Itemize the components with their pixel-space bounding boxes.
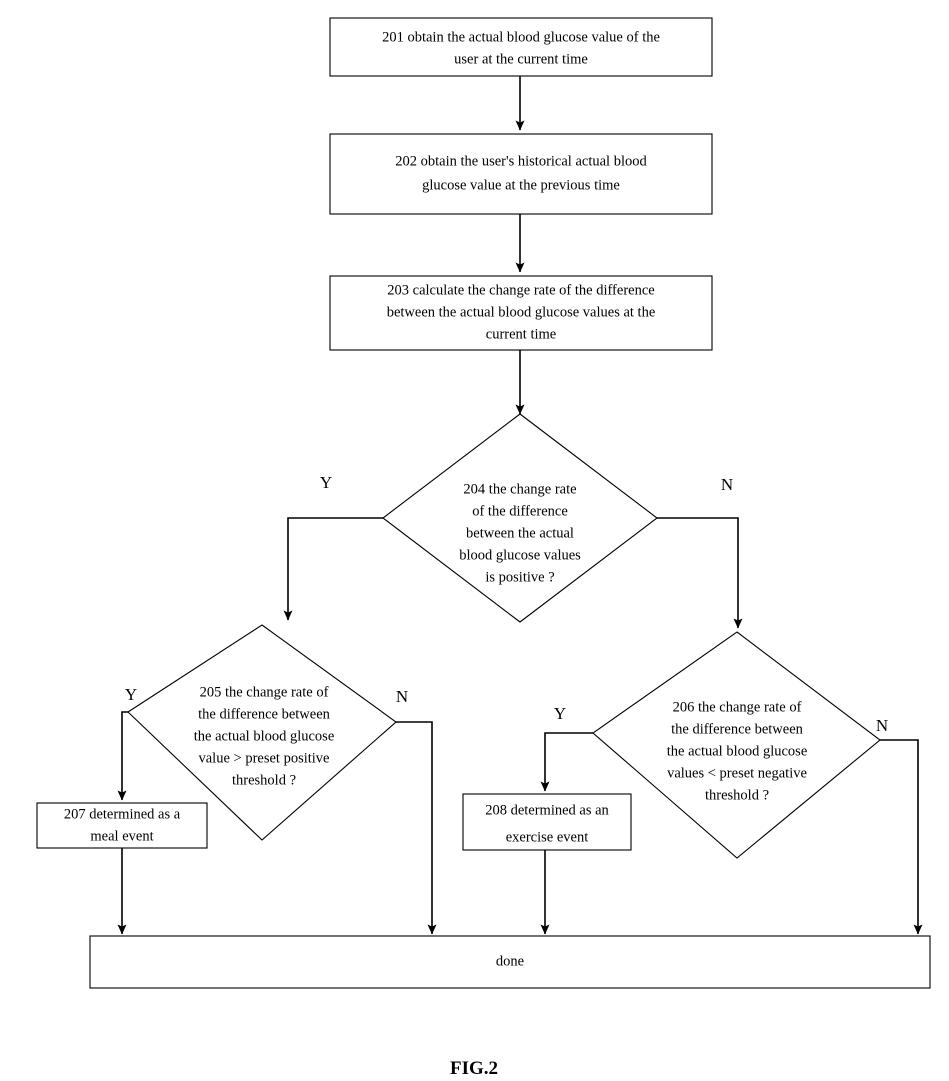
branch-label-204-no: N <box>721 475 733 494</box>
node-202-line-1: 202 obtain the user's historical actual … <box>395 153 647 169</box>
node-205-line-1: 205 the change rate of <box>200 684 329 700</box>
node-208-box <box>462 793 632 851</box>
node-201-line-1: 201 obtain the actual blood glucose valu… <box>382 29 660 45</box>
node-201-line-2: user at the current time <box>454 51 588 67</box>
node-208-line-2: exercise event <box>506 829 589 845</box>
node-201: 201 obtain the actual blood glucose valu… <box>329 17 713 77</box>
node-206-line-5: threshold ? <box>705 787 769 803</box>
connector-206-no-to-done <box>880 739 923 935</box>
node-207-line-2: meal event <box>90 828 153 844</box>
connector-206-yes-to-208 <box>540 732 593 792</box>
node-204-line-1: 204 the change rate <box>463 481 576 497</box>
node-203-line-1: 203 calculate the change rate of the dif… <box>387 282 654 298</box>
node-done: done <box>89 935 931 989</box>
node-207: 207 determined as a meal event <box>36 802 208 849</box>
node-203: 203 calculate the change rate of the dif… <box>329 275 713 351</box>
node-206-line-3: the actual blood glucose <box>667 743 808 759</box>
node-205-line-4: value > preset positive <box>199 750 330 766</box>
node-205-diamond <box>127 624 397 841</box>
branch-label-204-yes: Y <box>320 473 332 492</box>
node-205-line-3: the actual blood glucose <box>194 728 335 744</box>
node-202-box <box>329 133 713 215</box>
node-207-box <box>36 802 208 849</box>
node-205: 205 the change rate of the difference be… <box>127 624 397 841</box>
node-202-line-2: glucose value at the previous time <box>422 177 620 193</box>
node-201-box <box>329 17 713 77</box>
node-203-box <box>329 275 713 351</box>
node-204-line-5: is positive ? <box>485 569 554 585</box>
branch-label-layer: Y N Y N Y N <box>125 473 888 735</box>
node-208-line-1: 208 determined as an <box>485 802 609 818</box>
node-206-diamond <box>592 631 881 859</box>
node-204-line-4: blood glucose values <box>459 547 581 563</box>
node-206: 206 the change rate of the difference be… <box>592 631 881 859</box>
node-204: 204 the change rate of the difference be… <box>382 413 658 623</box>
node-203-line-3: current time <box>486 326 556 342</box>
node-202: 202 obtain the user's historical actual … <box>329 133 713 215</box>
node-204-line-2: of the difference <box>472 503 568 519</box>
connector-layer <box>117 76 923 935</box>
node-207-line-1: 207 determined as a <box>64 806 181 822</box>
branch-label-206-no: N <box>876 716 888 735</box>
node-205-line-5: threshold ? <box>232 772 296 788</box>
node-done-label: done <box>496 953 524 969</box>
node-204-line-3: between the actual <box>466 525 574 541</box>
connector-205-yes-to-207 <box>117 711 128 801</box>
node-204-diamond <box>382 413 658 623</box>
node-done-box <box>89 935 931 989</box>
node-206-line-4: values < preset negative <box>667 765 807 781</box>
branch-label-206-yes: Y <box>554 704 566 723</box>
branch-label-205-no: N <box>396 687 408 706</box>
node-208: 208 determined as an exercise event <box>462 793 632 851</box>
figure-caption: FIG.2 <box>450 1058 498 1079</box>
node-206-line-2: the difference between <box>671 721 804 737</box>
connector-204-yes-to-205 <box>283 517 383 621</box>
connector-205-no-to-done <box>396 721 437 935</box>
node-205-line-2: the difference between <box>198 706 331 722</box>
branch-label-205-yes: Y <box>125 685 137 704</box>
node-203-line-2: between the actual blood glucose values … <box>387 304 656 320</box>
connector-204-no-to-206 <box>657 517 743 629</box>
node-206-line-1: 206 the change rate of <box>673 699 802 715</box>
